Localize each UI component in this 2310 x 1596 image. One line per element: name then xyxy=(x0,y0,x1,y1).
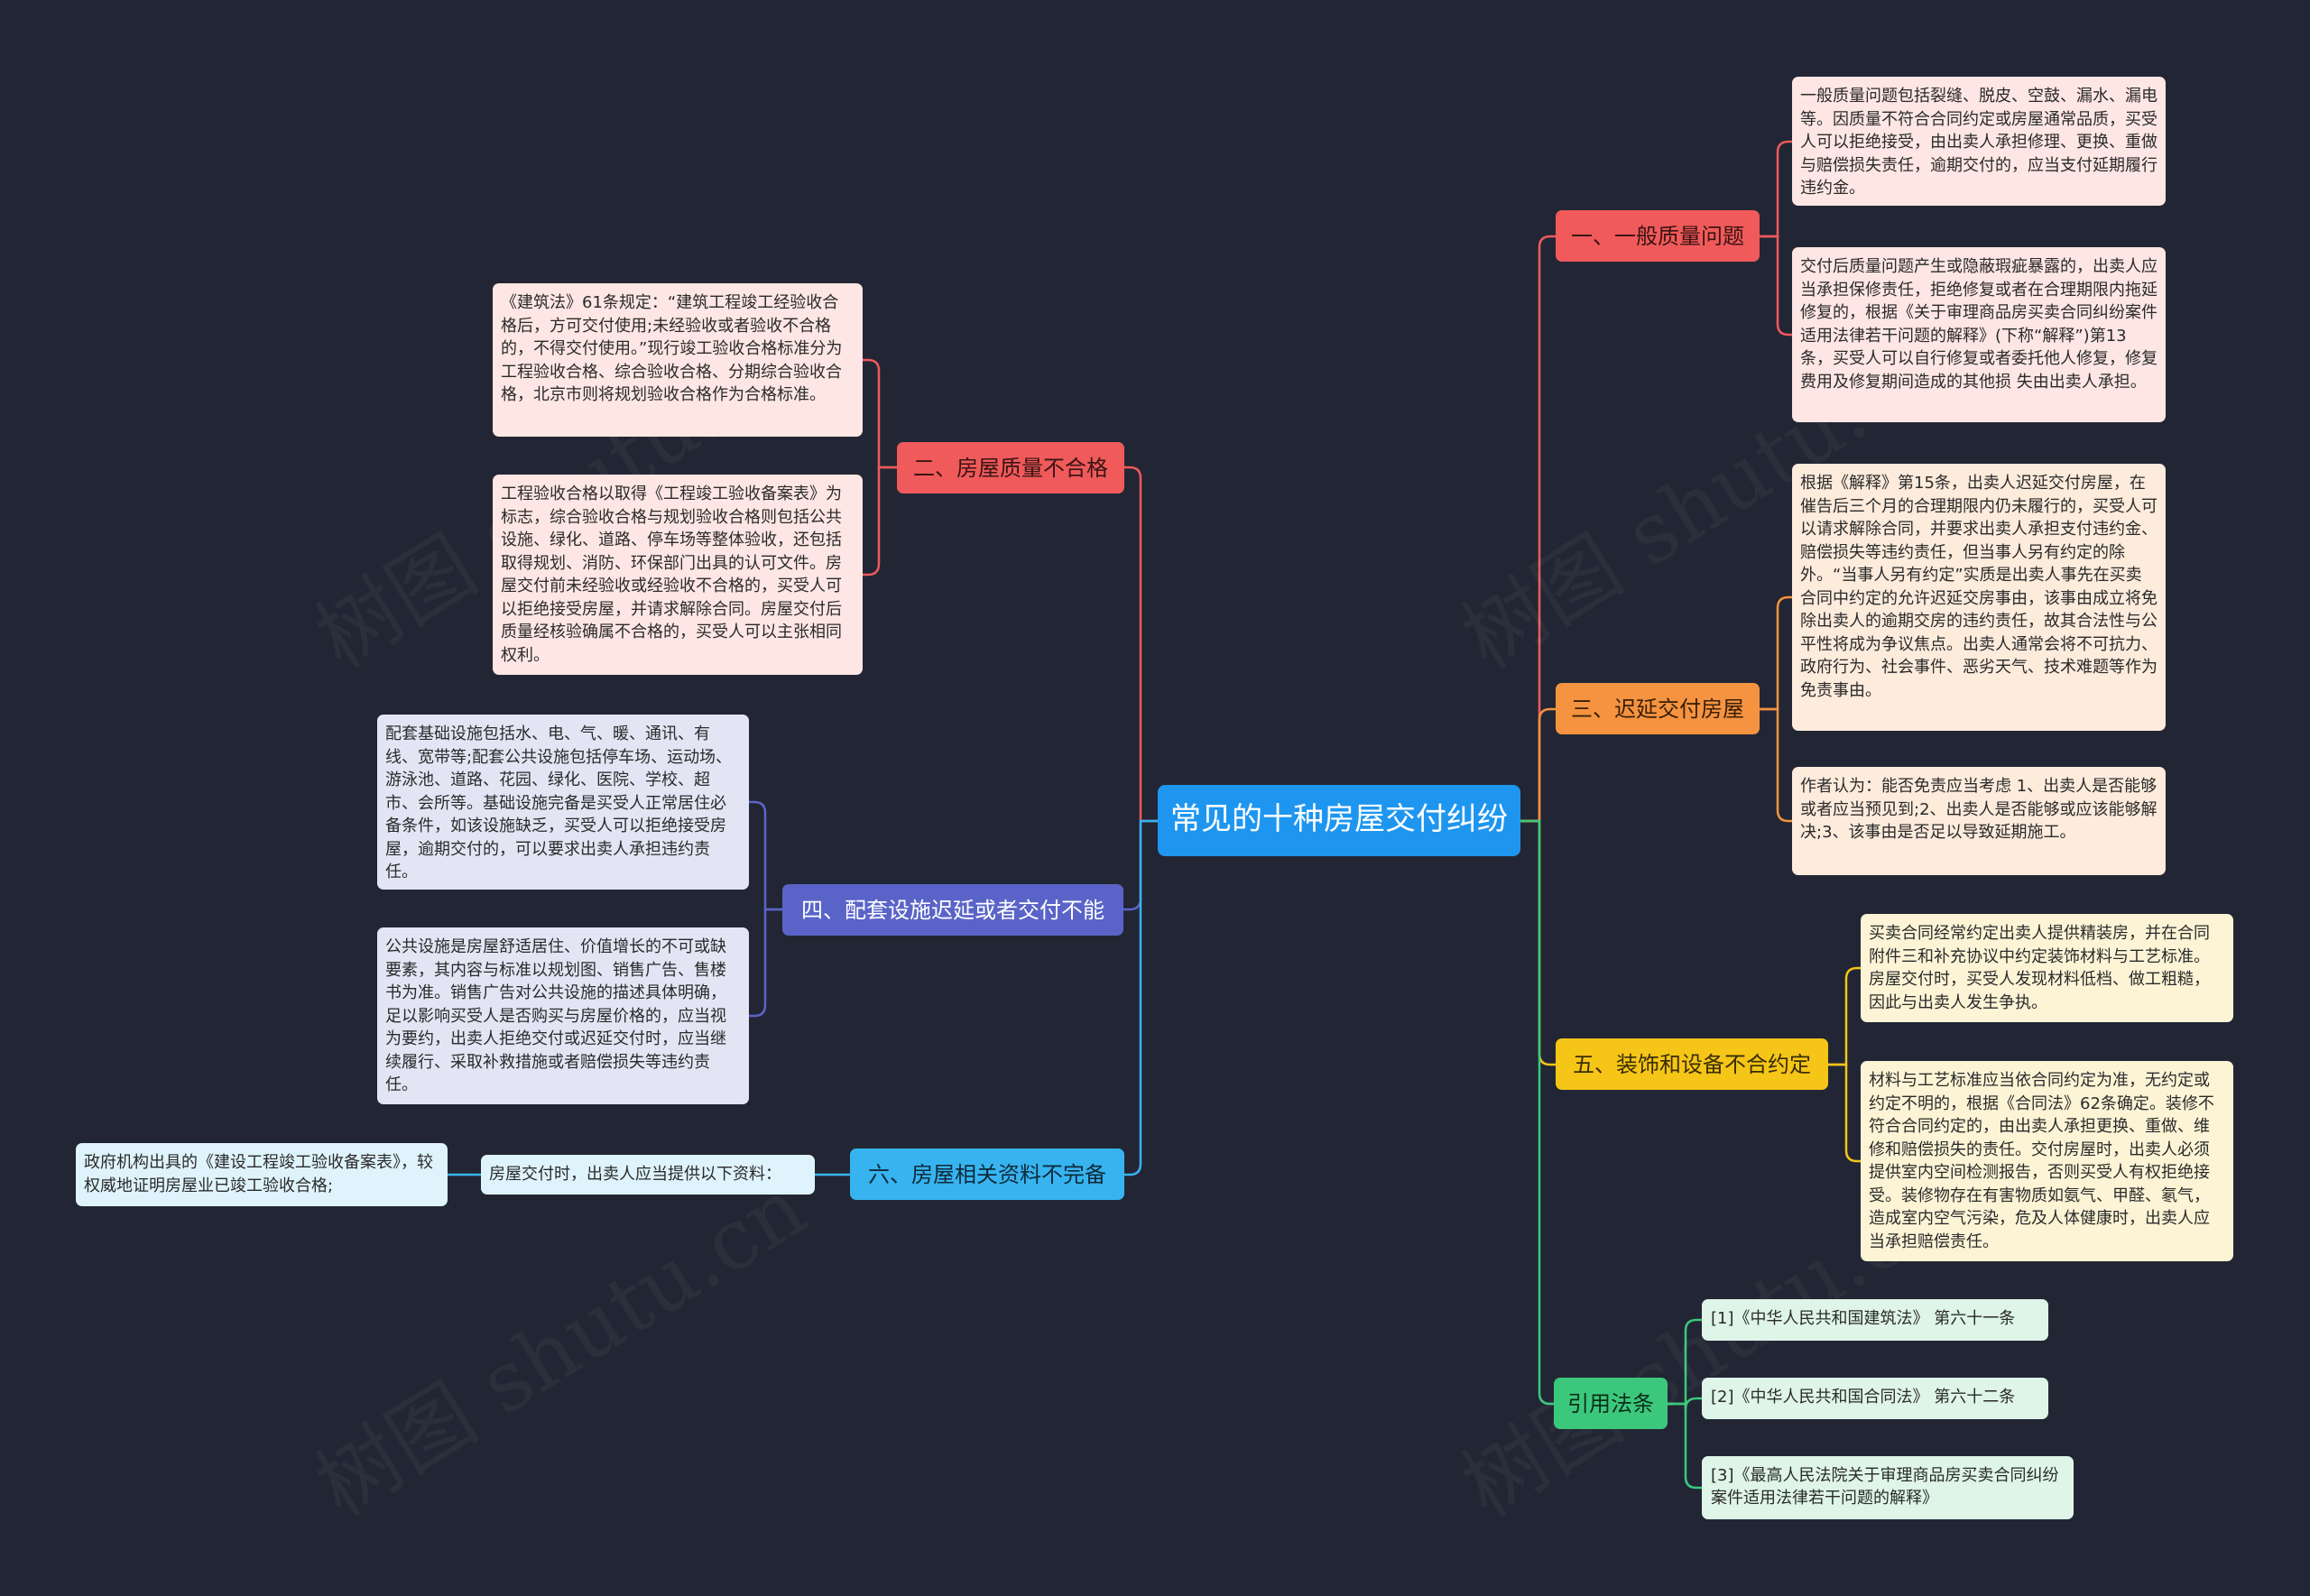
connector-root-b1 xyxy=(1520,235,1556,823)
branch-house-quality-unqualified[interactable]: 二、房屋质量不合格 xyxy=(897,442,1124,494)
connector-b2-n2 xyxy=(863,466,897,577)
ref-item-3[interactable]: [3]《最高人民法院关于审理商品房买卖合同纠纷案件适用法律若干问题的解释》 xyxy=(1702,1456,2074,1519)
connector-b1-n2 xyxy=(1760,235,1792,337)
connector-root-b5 xyxy=(1520,819,1556,1066)
note-delayed-delivery-1: 根据《解释》第15条，出卖人迟延交付房屋，在催告后三个月的合理期限内仍未履行的，… xyxy=(1792,464,2166,731)
connector-root-b6 xyxy=(1124,819,1158,1176)
note-facilities-1: 配套基础设施包括水、电、气、暖、通讯、有线、宽带等;配套公共设施包括停车场、运动… xyxy=(377,715,749,890)
branch-delayed-delivery[interactable]: 三、迟延交付房屋 xyxy=(1556,683,1760,734)
root-topic[interactable]: 常见的十种房屋交付纠纷 xyxy=(1158,785,1520,856)
branch-general-quality[interactable]: 一、一般质量问题 xyxy=(1556,210,1760,262)
connector-b1-n1 xyxy=(1760,140,1792,238)
note-decoration-2: 材料与工艺标准应当依合同约定为准，无约定或约定不明的，根据《合同法》62条确定。… xyxy=(1861,1061,2233,1261)
connector-root-b7 xyxy=(1520,819,1554,1406)
branch-facilities-delayed[interactable]: 四、配套设施迟延或者交付不能 xyxy=(782,884,1123,936)
connector-root-b2 xyxy=(1124,466,1158,823)
branch-documents-incomplete[interactable]: 六、房屋相关资料不完备 xyxy=(850,1149,1124,1200)
note-documents-leaf: 政府机构出具的《建设工程竣工验收备案表》，较权威地证明房屋业已竣工验收合格; xyxy=(76,1143,448,1206)
note-house-quality-1: 《建筑法》61条规定：“建筑工程竣工经验收合格后，方可交付使用;未经验收或者验收… xyxy=(493,283,863,437)
note-documents-mid: 房屋交付时，出卖人应当提供以下资料： xyxy=(481,1155,815,1195)
note-facilities-2: 公共设施是房屋舒适居住、价值增长的不可或缺要素，其内容与标准以规划图、销售广告、… xyxy=(377,927,749,1104)
connector-b3-n2 xyxy=(1760,707,1792,823)
connector-b7-r3 xyxy=(1668,1402,1702,1490)
ref-item-1[interactable]: [1]《中华人民共和国建筑法》 第六十一条 xyxy=(1702,1299,2048,1341)
branch-decoration-equipment[interactable]: 五、装饰和设备不合约定 xyxy=(1556,1038,1828,1090)
connector-root-b3 xyxy=(1520,707,1556,823)
note-general-quality-1: 一般质量问题包括裂缝、脱皮、空鼓、漏水、漏电等。因质量不符合合同约定或房屋通常品… xyxy=(1792,77,2166,206)
connector-b3-n1 xyxy=(1760,595,1792,711)
note-delayed-delivery-2: 作者认为：能否免责应当考虑 1、出卖人是否能够或者应当预见到;2、出卖人是否能够… xyxy=(1792,767,2166,875)
connector-b5-n2 xyxy=(1828,1063,1861,1163)
connector-b4-n1 xyxy=(749,800,782,911)
connector-b2-n1 xyxy=(863,358,897,469)
note-general-quality-2: 交付后质量问题产生或隐蔽瑕疵暴露的，出卖人应当承担保修责任，拒绝修复或者在合理期… xyxy=(1792,247,2166,422)
connector-b4-n2 xyxy=(749,908,782,1018)
note-decoration-1: 买卖合同经常约定出卖人提供精装房，并在合同附件三和补充协议中约定装饰材料与工艺标… xyxy=(1861,914,2233,1022)
ref-item-2[interactable]: [2]《中华人民共和国合同法》 第六十二条 xyxy=(1702,1378,2048,1419)
connector-b5-n1 xyxy=(1828,966,1861,1066)
connector-b7-r1 xyxy=(1668,1318,1702,1406)
note-house-quality-2: 工程验收合格以取得《工程竣工验收备案表》为标志，综合验收合格与规划验收合格则包括… xyxy=(493,475,863,675)
branch-cited-laws[interactable]: 引用法条 xyxy=(1554,1378,1668,1429)
